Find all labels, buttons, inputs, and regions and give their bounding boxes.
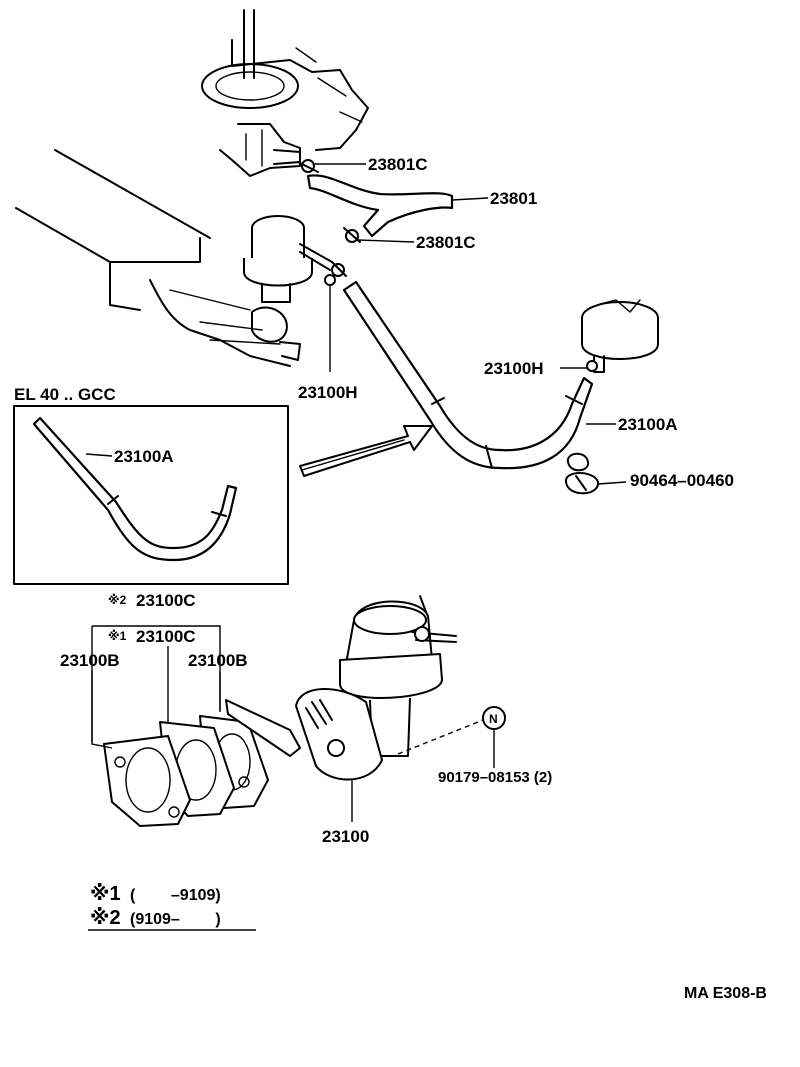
leader-lines (85, 163, 627, 822)
label-23100B-left: 23100B (60, 651, 120, 670)
engine-block-drawing (15, 149, 301, 367)
label-23100B-right: 23100B (188, 651, 248, 670)
ref-mark-2: ※2 (108, 593, 127, 607)
label-90464: 90464–00460 (630, 471, 734, 490)
footnote-2-text: (9109– ) (130, 911, 221, 928)
carburetor-drawing (201, 9, 369, 177)
gaskets-23100B-23100C (103, 715, 269, 827)
footnote-1-text: ( –9109) (130, 887, 221, 904)
inset-box (13, 405, 289, 585)
fuel-pump-drawing (225, 595, 489, 781)
hose-23801 (297, 159, 454, 286)
label-23100A-inset: 23100A (114, 447, 174, 466)
fuel-filter-drawing (581, 299, 659, 373)
footnote-1-mark: ※1 (90, 883, 121, 905)
inset-title: EL 40 .. GCC (14, 385, 116, 404)
label-23100H-left: 23100H (298, 383, 358, 402)
label-23100A-right: 23100A (618, 415, 678, 434)
label-23100: 23100 (322, 827, 369, 846)
clip-90464 (565, 452, 599, 495)
label-23801: 23801 (490, 189, 537, 208)
label-23801C-mid: 23801C (416, 233, 476, 252)
fuel-hose-23100A (342, 280, 594, 470)
figure-code: MA E308-B (684, 985, 767, 1002)
ref-mark-1: ※1 (108, 629, 127, 643)
direction-arrow (299, 425, 433, 477)
nut-90179: N (482, 706, 506, 730)
label-90179: 90179–08153 (2) (438, 769, 552, 786)
label-23100H-right: 23100H (484, 359, 544, 378)
nut-letter: N (489, 712, 498, 726)
label-23100C-2: 23100C (136, 591, 196, 610)
label-23100C-1: 23100C (136, 627, 196, 646)
vacuum-valve-drawing (243, 215, 333, 303)
label-23801C-top: 23801C (368, 155, 428, 174)
footnote-2-mark: ※2 (90, 907, 121, 929)
